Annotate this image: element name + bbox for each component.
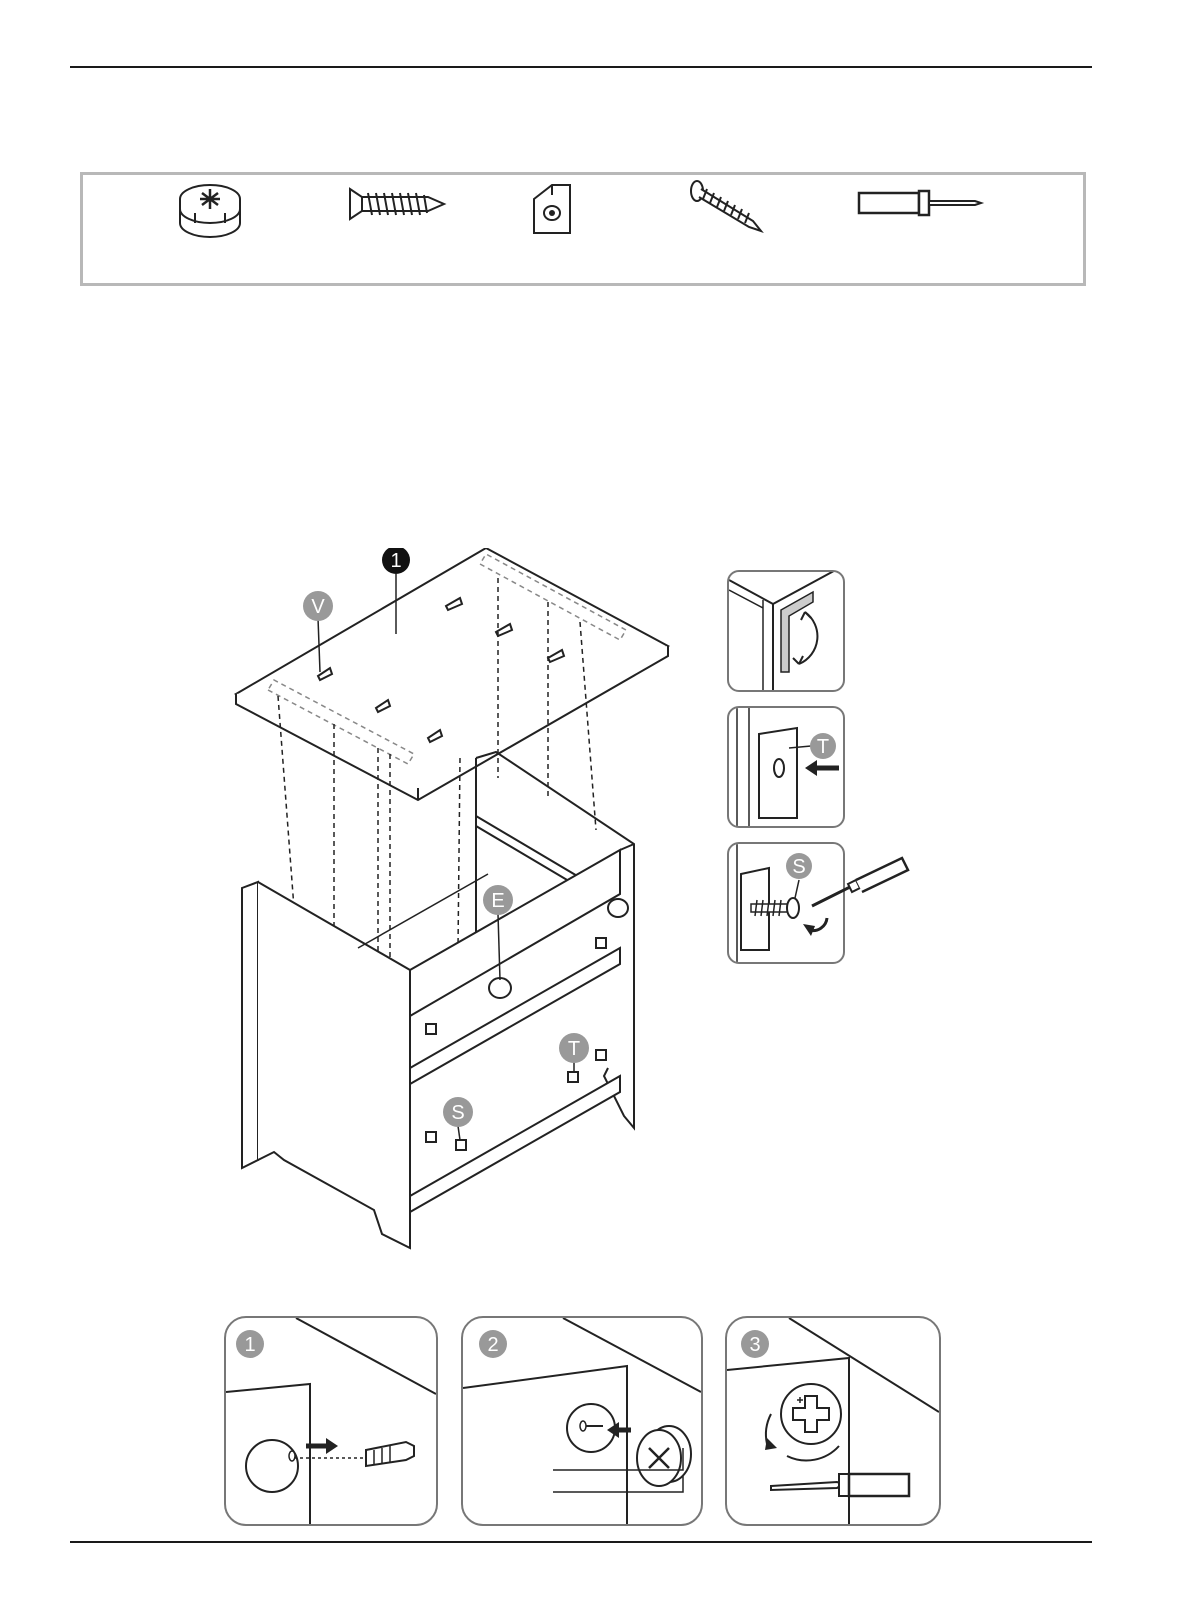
- top-rule: [70, 66, 1092, 68]
- step-number-1: 1: [244, 1334, 255, 1356]
- step-panel-1: 1: [224, 1316, 438, 1526]
- part-number-label: 1: [390, 550, 401, 572]
- label-s: S: [451, 1102, 464, 1124]
- shelf-support-icon: [530, 181, 574, 237]
- detail-letter-t: T: [817, 736, 829, 758]
- left-side-panel: [242, 882, 258, 1168]
- step-panel-2: 2: [461, 1316, 703, 1526]
- step-number-2: 2: [487, 1334, 498, 1356]
- bottom-rule: [70, 1541, 1092, 1543]
- cam-bolt-icon: [687, 179, 767, 239]
- assembly-drawing: 1 V E T S: [228, 548, 688, 1288]
- detail-inset-shelf-support: T: [727, 706, 845, 828]
- label-t: T: [568, 1038, 580, 1060]
- label-e: E: [491, 890, 504, 912]
- detail-letter-s: S: [792, 856, 805, 878]
- label-v: V: [311, 596, 325, 618]
- wood-screw-icon: [348, 185, 448, 225]
- screwdriver-icon: [808, 856, 912, 912]
- step-number-3: 3: [749, 1334, 760, 1356]
- screwdriver-icon: [857, 189, 987, 219]
- step-panel-3: 3: [725, 1316, 941, 1526]
- detail-inset-bracket: [727, 570, 845, 692]
- cam-lock-icon: [175, 179, 245, 247]
- hardware-panel: [80, 172, 1086, 286]
